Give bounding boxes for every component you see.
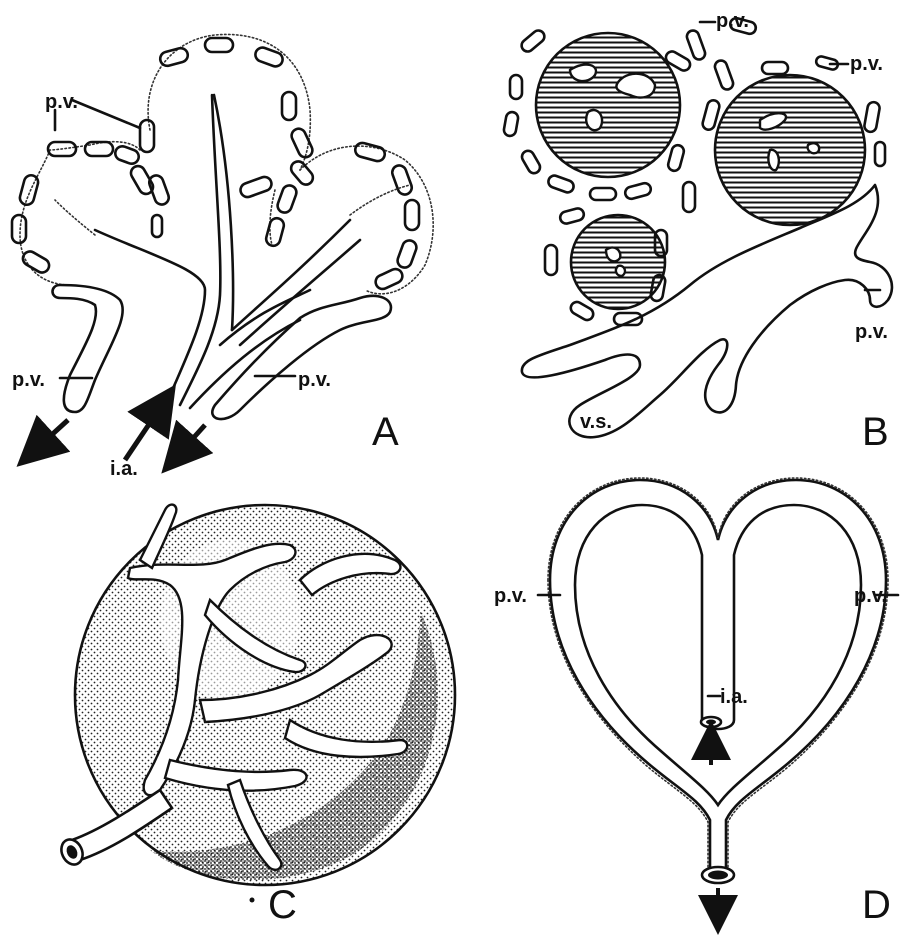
panel-a-label-ia: i.a. — [110, 458, 138, 480]
panel-d-label-ia: i.a. — [720, 686, 748, 708]
panel-a-label-pv-right: p.v. — [298, 369, 331, 391]
panel-a-letter: A — [372, 410, 399, 454]
panel-a-label-pv-left: p.v. — [12, 369, 45, 391]
panel-a-inflow-arrow — [125, 405, 162, 460]
panel-b-label-pv-right: p.v. — [850, 53, 883, 75]
panel-b-letter: B — [862, 410, 889, 454]
panel-b: p.v. p.v. p.v. v.s. B — [503, 10, 892, 454]
panel-a-label-pv-top: p.v. — [45, 91, 78, 113]
panel-d-letter: D — [862, 883, 891, 927]
panel-d-label-pv-right: p.v. — [854, 585, 887, 607]
panel-b-label-vs: v.s. — [580, 411, 612, 433]
panel-b-lobule-1 — [536, 33, 680, 177]
panel-d-ia-lumen — [706, 720, 716, 725]
panel-d-label-pv-left: p.v. — [494, 585, 527, 607]
panel-a-outflow-arrow-left — [35, 420, 68, 450]
panel-c-letter: C — [268, 883, 297, 927]
panel-a-outflow-arrow-right — [178, 425, 205, 455]
panel-d: p.v. p.v. i.a. D — [494, 478, 898, 927]
panel-b-venous-sinus — [522, 185, 892, 437]
panel-d-outflow-lumen — [708, 871, 728, 880]
panel-b-lobule-2 — [715, 75, 865, 225]
panel-a-portal-venules — [53, 285, 391, 419]
panel-c-dot — [250, 898, 255, 903]
panel-c: C — [57, 505, 455, 927]
panel-a: p.v. p.v. p.v. i.a. A — [12, 34, 433, 480]
panel-b-label-pv-top: p.v. — [716, 10, 749, 32]
panel-b-label-pv-bottom: p.v. — [855, 321, 888, 343]
